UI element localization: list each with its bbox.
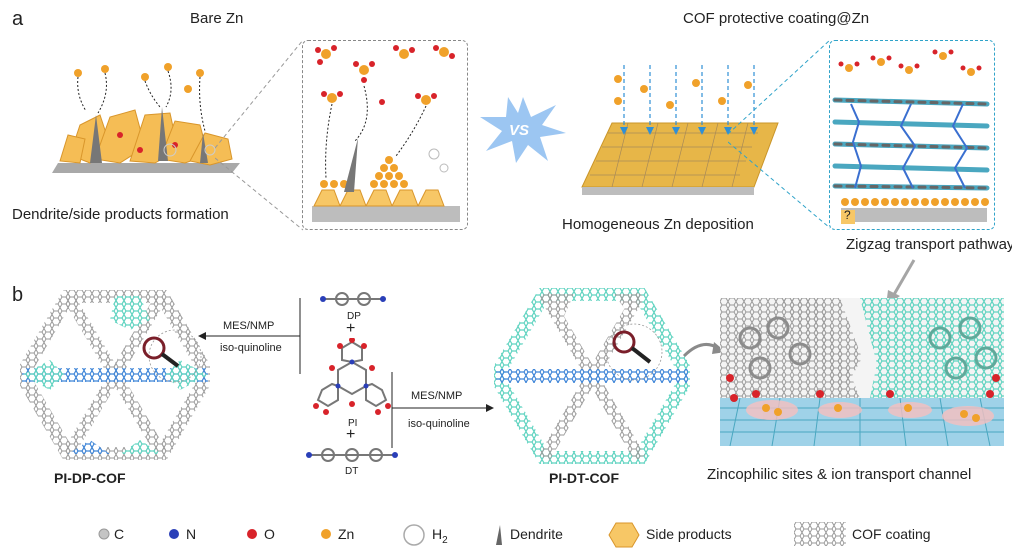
monomer-dt-structure	[306, 448, 398, 462]
zigzag-zoom-box	[829, 40, 995, 230]
legend-dendrite-label: Dendrite	[510, 526, 563, 542]
legend-hydrogen-label: H2	[432, 526, 448, 546]
legend-side-products-icon	[608, 522, 640, 548]
legend-hydrogen-subscript: 2	[442, 534, 448, 546]
zoom-lines-right	[728, 39, 831, 229]
legend-zinc-label: Zn	[338, 526, 355, 542]
cof-deposition-caption: Homogeneous Zn deposition	[562, 216, 754, 233]
monomer-pi-structure	[313, 338, 391, 415]
pi-dp-cof-label: PI-DP-COF	[54, 470, 126, 486]
legend: C N O Zn H2 Dendrite Side products COF c…	[0, 518, 1012, 552]
bare-zn-zoom-box	[302, 40, 468, 230]
legend-nitrogen-label: N	[186, 526, 197, 542]
vs-label: VS	[509, 122, 530, 139]
cof-coating-illustration	[581, 65, 779, 195]
zoom-lines-left	[215, 39, 304, 231]
pi-dt-cof-structure	[494, 288, 690, 464]
zigzag-caption: Zigzag transport pathway	[846, 236, 1012, 253]
arrow-to-pi-dp-cof	[198, 298, 301, 374]
cond-left-solvent: MES/NMP	[223, 320, 275, 332]
legend-carbon-swatch	[98, 528, 110, 540]
legend-hydrogen-symbol: H	[432, 526, 443, 542]
legend-carbon-label: C	[114, 526, 125, 542]
bare-zn-caption: Dendrite/side products formation	[12, 206, 229, 223]
legend-cof-coating-label: COF coating	[852, 526, 931, 542]
legend-oxygen-swatch	[247, 529, 257, 539]
panel-b-letter: b	[12, 284, 24, 306]
zigzag-zoom-illustration	[832, 49, 990, 224]
plus-1: +	[346, 320, 356, 337]
legend-zinc-swatch	[321, 529, 331, 539]
ion-transport-channel-view	[720, 298, 1004, 446]
monomer-dt-label: DT	[345, 466, 359, 477]
plus-2: +	[346, 426, 356, 443]
cond-left-catalyst: iso-quinoline	[220, 342, 282, 354]
monomer-dp-label: DP	[347, 311, 361, 322]
monomer-dp-structure	[320, 292, 386, 306]
pi-dt-cof-label: PI-DT-COF	[549, 470, 619, 486]
bare-zn-title: Bare Zn	[190, 10, 244, 27]
cond-right-catalyst: iso-quinoline	[408, 418, 470, 430]
legend-side-products-label: Side products	[646, 526, 732, 542]
question-mark: ?	[844, 208, 851, 222]
vs-star	[480, 97, 566, 163]
arrow-to-pi-dt-cof	[391, 372, 494, 448]
legend-dendrite-icon	[496, 525, 502, 545]
cof-coating-title: COF protective coating@Zn	[683, 10, 870, 27]
legend-oxygen-label: O	[264, 526, 275, 542]
bare-zn-illustration	[52, 63, 240, 173]
legend-nitrogen-swatch	[169, 529, 179, 539]
legend-hydrogen-swatch	[403, 524, 425, 546]
panel-a-letter: a	[12, 8, 24, 30]
channel-caption: Zincophilic sites & ion transport channe…	[707, 466, 972, 483]
pi-dp-cof-structure	[20, 290, 210, 460]
cond-right-solvent: MES/NMP	[411, 390, 463, 402]
legend-cof-coating-icon	[794, 522, 846, 546]
monomer-pi-label: PI	[348, 418, 358, 429]
bare-zn-zoom-illustration	[312, 45, 460, 222]
